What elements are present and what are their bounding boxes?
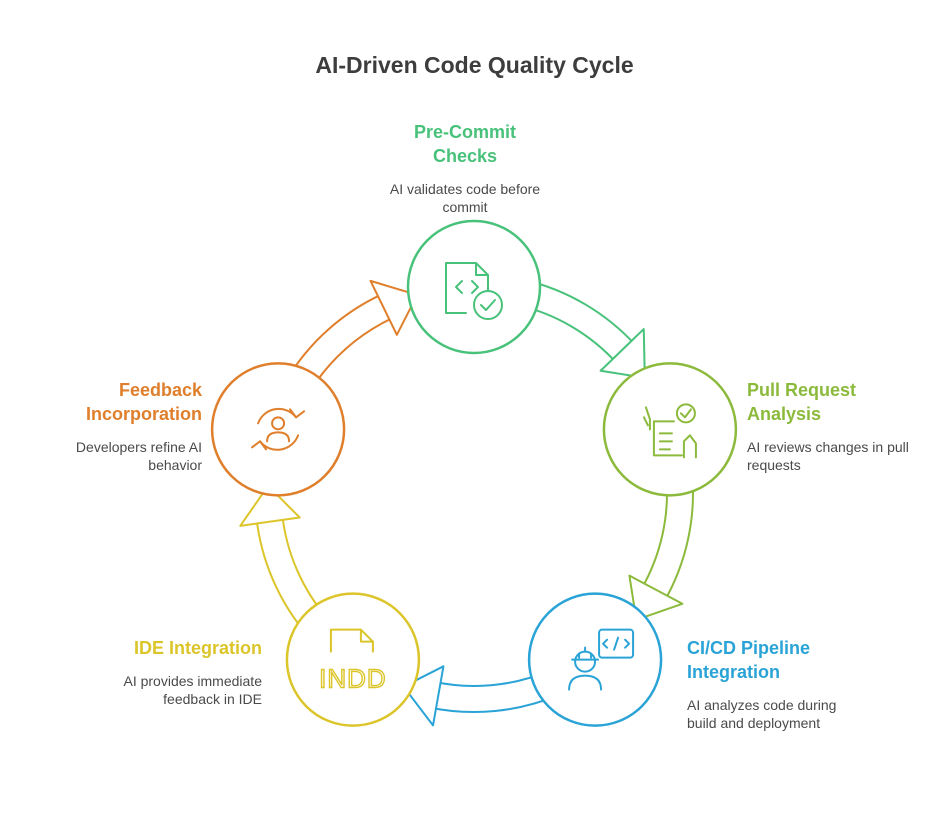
pull-request-title-line-2: Analysis <box>747 404 822 424</box>
indd-label: INDD <box>319 664 387 694</box>
pre-commit-title-line-1: Pre-Commit <box>413 122 516 142</box>
pull-request-description: AI reviews changes in pull requests <box>747 438 942 474</box>
cicd-description: AI analyzes code during build and deploy… <box>687 696 887 732</box>
diagram-title: AI-Driven Code Quality Cycle <box>315 52 634 78</box>
pre-commit-circle <box>406 219 542 355</box>
ide-arrowhead <box>239 484 301 527</box>
pull-request-description-line-2: requests <box>747 457 801 473</box>
cicd-description-line-1: AI analyzes code during <box>687 697 837 713</box>
checklist-hand-icon <box>642 403 697 459</box>
pre-commit-description: AI validates code before commit <box>345 180 585 216</box>
ide-title-line-1: IDE Integration <box>133 638 262 658</box>
cicd-arrowhead <box>402 665 445 727</box>
cicd-title: CI/CD Pipeline Integration <box>687 636 887 684</box>
cicd-description-line-2: build and deployment <box>687 715 821 731</box>
feedback-description: Developers refine AI behavior <box>22 438 202 474</box>
feedback-title: Feedback Incorporation <box>22 378 202 426</box>
feedback-description-line-2: behavior <box>148 457 202 473</box>
cicd-title-line-1: CI/CD Pipeline <box>687 638 811 658</box>
user-refresh-icon <box>251 407 306 451</box>
pull-request-title: Pull Request Analysis <box>747 378 937 426</box>
pre-commit-description-line-1: AI validates code before <box>389 181 541 197</box>
indd-file-icon: INDD <box>318 628 387 694</box>
ide-title: IDE Integration <box>42 636 262 660</box>
pull-request-title-line-1: Pull Request <box>747 380 857 400</box>
code-file-check-icon <box>445 262 503 320</box>
pre-commit-title: Pre-Commit Checks <box>365 120 565 168</box>
ide-circle <box>285 592 421 727</box>
feedback-title-line-2: Incorporation <box>86 404 202 424</box>
feedback-description-line-1: Developers refine AI <box>75 439 202 455</box>
pre-commit-description-line-2: commit <box>442 199 488 215</box>
pre-commit-title-line-2: Checks <box>432 146 498 166</box>
feedback-title-line-1: Feedback <box>118 380 202 400</box>
feedback-arrowhead <box>369 279 419 336</box>
ide-description: AI provides immediate feedback in IDE <box>42 672 262 708</box>
pre-commit-arrowhead <box>599 328 646 379</box>
pull-request-description-line-1: AI reviews changes in pull <box>747 439 909 455</box>
pull-request-arrowhead <box>628 574 684 621</box>
ide-description-line-2: feedback in IDE <box>163 691 262 707</box>
engineer-code-icon <box>568 628 635 691</box>
ide-description-line-1: AI provides immediate <box>123 673 262 689</box>
pull-request-circle <box>602 362 738 497</box>
cicd-title-line-2: Integration <box>687 662 780 682</box>
